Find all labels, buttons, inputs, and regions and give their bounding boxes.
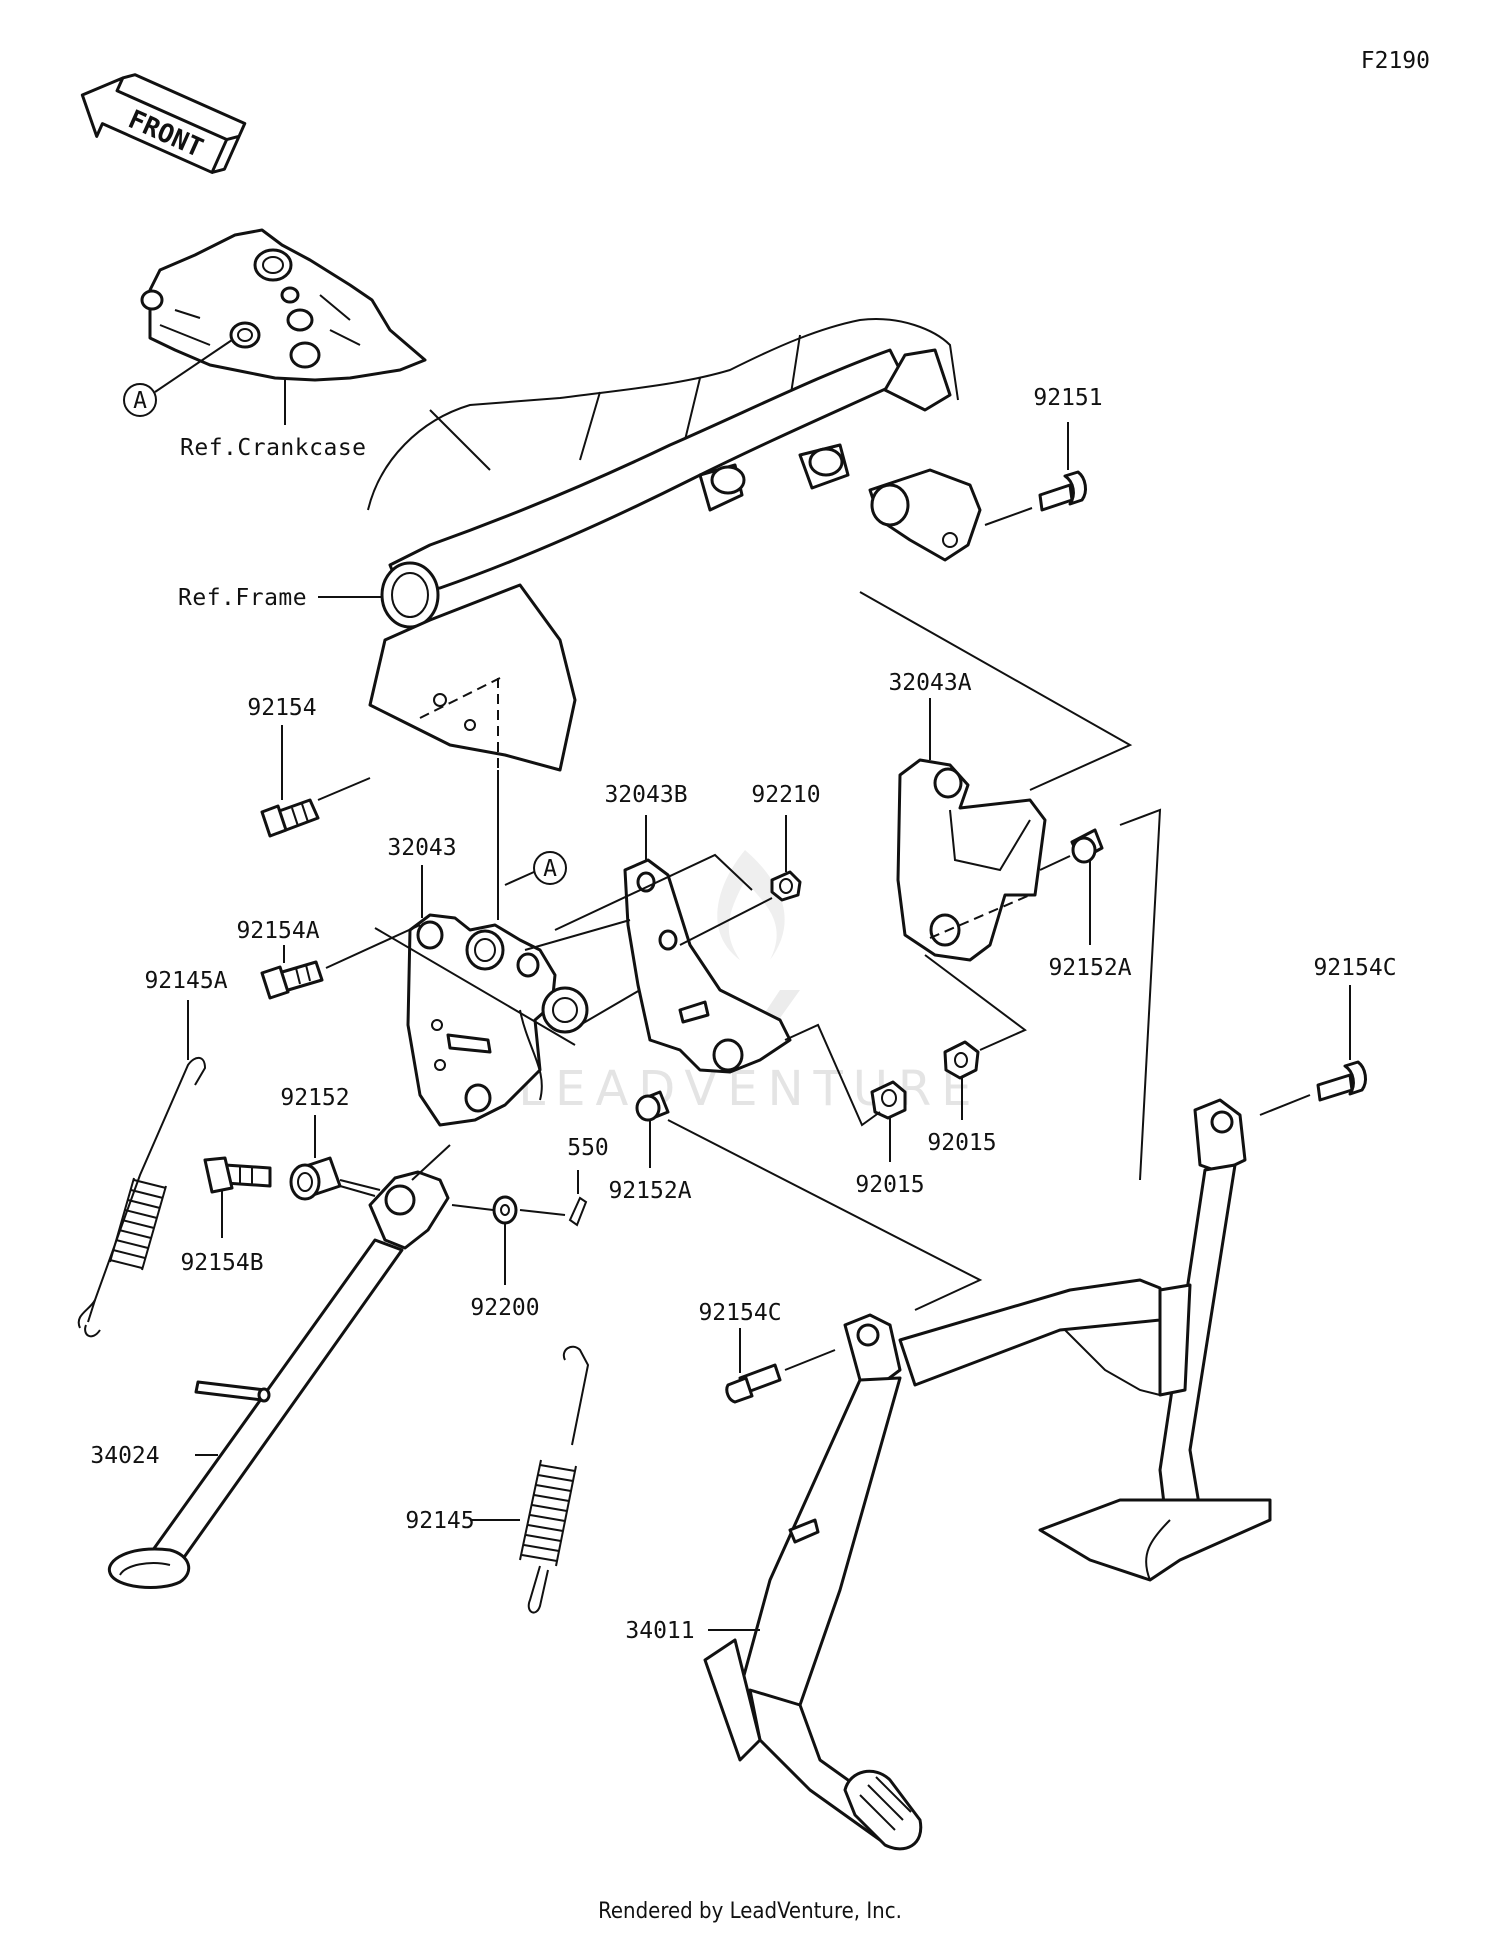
label-92152A-right: 92152A: [1048, 955, 1131, 981]
side-stand-34024: [107, 1170, 450, 1589]
spacer-92152A-center: [635, 1090, 670, 1122]
label-32043B: 32043B: [604, 782, 687, 808]
label-92154C-center: 92154C: [698, 1300, 781, 1326]
label-92200: 92200: [470, 1295, 539, 1321]
label-92154: 92154: [247, 695, 316, 721]
label-92015-center: 92015: [855, 1172, 924, 1198]
label-92151: 92151: [1033, 385, 1102, 411]
bolt-92154A: [260, 960, 324, 1000]
label-92152A-center: 92152A: [608, 1178, 691, 1204]
spacer-92152: [289, 1156, 342, 1201]
nut-92015-right: [943, 1040, 980, 1080]
ref-crankcase: Ref.Crankcase: [180, 435, 367, 461]
bracket-32043B: [623, 858, 792, 1074]
ref-frame: Ref.Frame: [178, 585, 307, 611]
bolt-92154C-center: [725, 1363, 782, 1404]
spacer-92152A-right: [1070, 828, 1104, 864]
spring-92145A: [77, 1056, 207, 1338]
figure-code: F2190: [1361, 48, 1430, 74]
bracket-32043: [406, 913, 589, 1127]
callout-a-2: A: [543, 856, 557, 882]
label-92152: 92152: [280, 1085, 349, 1111]
label-92015-right: 92015: [927, 1130, 996, 1156]
label-92154C-right: 92154C: [1313, 955, 1396, 981]
frame: [367, 318, 982, 772]
washer-92200: [492, 1195, 518, 1225]
label-92145A: 92145A: [144, 968, 227, 994]
label-32043A: 32043A: [888, 670, 971, 696]
center-stand-34011: [703, 1098, 1272, 1851]
label-34024: 34024: [90, 1443, 159, 1469]
bolt-92154: [260, 798, 320, 838]
crankcase: [140, 228, 427, 382]
watermark-text: LEADVENTURE: [518, 1061, 981, 1117]
bracket-32043A: [896, 758, 1047, 962]
nut-92015-center: [870, 1080, 907, 1120]
callout-a-1: A: [133, 388, 147, 414]
bolt-92154C-right: [1316, 1060, 1367, 1102]
footer-credit: Rendered by LeadVenture, Inc.: [598, 1899, 902, 1924]
label-92154A: 92154A: [236, 918, 319, 944]
bolt-92151: [1038, 470, 1087, 512]
nut-92210: [770, 870, 802, 902]
label-92154B: 92154B: [180, 1250, 263, 1276]
cotter-pin-550: [568, 1196, 588, 1227]
front-arrow-icon: FRONT: [80, 73, 247, 174]
label-92210: 92210: [751, 782, 820, 808]
label-34011: 34011: [625, 1618, 694, 1644]
label-92145: 92145: [405, 1508, 474, 1534]
bolt-92154B: [203, 1156, 272, 1194]
label-550: 550: [567, 1135, 609, 1161]
spring-92145: [519, 1345, 590, 1614]
label-32043: 32043: [387, 835, 456, 861]
